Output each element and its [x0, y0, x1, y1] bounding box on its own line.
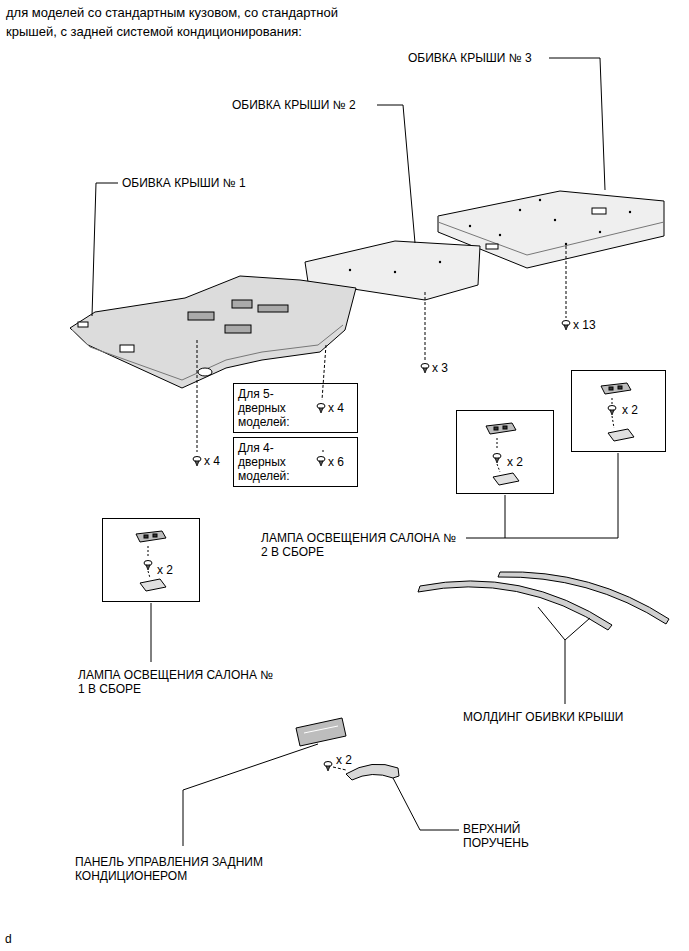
- figure-code: d: [5, 932, 12, 946]
- callout-number: x 3: [432, 361, 448, 375]
- note-text: Для 5-дверных моделей:: [238, 387, 302, 429]
- note-text: Для 4-дверных моделей:: [238, 441, 302, 483]
- part-name: ОБИВКА КРЫШИ № 2: [232, 98, 356, 112]
- part-name: ОБИВКА КРЫШИ № 1: [122, 176, 246, 190]
- inset-box: x 2: [456, 410, 554, 494]
- inset-box: x 2: [102, 518, 200, 602]
- callout-number: x 13: [573, 318, 596, 332]
- callout-number: x 2: [507, 455, 523, 469]
- callout-number: x 2: [336, 753, 352, 767]
- note-box: Для 5-дверных моделей: x 4: [233, 383, 358, 433]
- part-name: ПАНЕЛЬ УПРАВЛЕНИЯ ЗАДНИМ КОНДИЦИОНЕРОМ: [75, 855, 275, 883]
- part-name: ЛАМПА ОСВЕЩЕНИЯ САЛОНА № 2 В СБОРЕ: [261, 531, 461, 559]
- callout-number: x 2: [157, 563, 173, 577]
- part-name: ЛАМПА ОСВЕЩЕНИЯ САЛОНА № 1 В СБОРЕ: [78, 668, 278, 696]
- part-name: ВЕРХНИЙ ПОРУЧЕНЬ: [463, 822, 553, 850]
- callout-number: x 2: [622, 403, 638, 417]
- part-name: ОБИВКА КРЫШИ № 3: [408, 51, 532, 65]
- callout-number: x 4: [204, 454, 220, 468]
- callout-number: x 4: [328, 401, 344, 415]
- note-box: Для 4-дверных моделей: x 6: [233, 437, 358, 487]
- heading: для моделей со стандартным кузовом, со с…: [6, 3, 356, 41]
- inset-box: x 2: [571, 370, 666, 452]
- part-name: МОЛДИНГ ОБИВКИ КРЫШИ: [463, 710, 623, 724]
- callout-number: x 6: [328, 455, 344, 469]
